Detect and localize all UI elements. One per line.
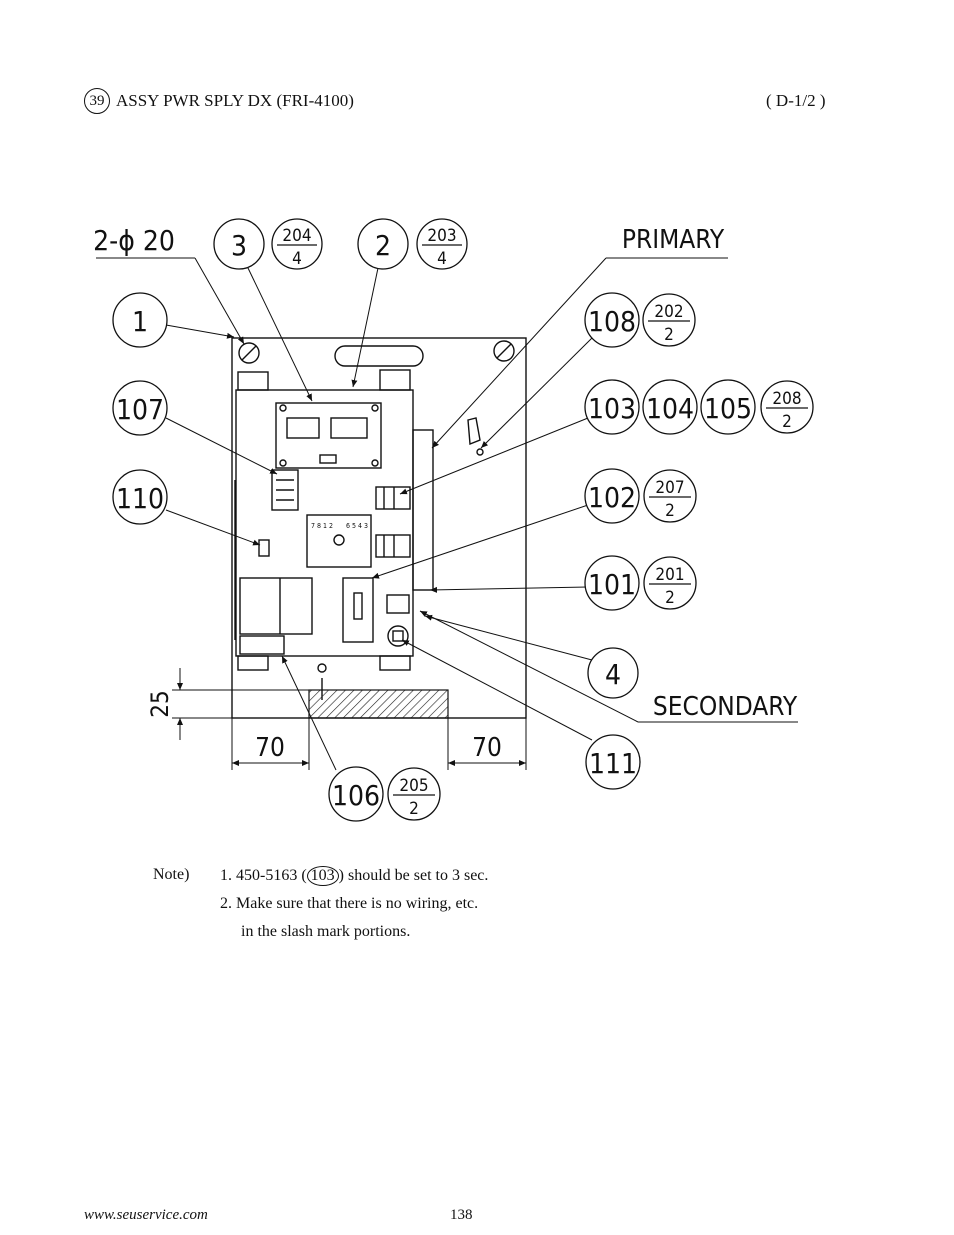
note-2-line-1: 2. Make sure that there is no wiring, et… bbox=[220, 895, 479, 912]
callout-107: 107 bbox=[116, 393, 164, 426]
note-2-line-2: in the slash mark portions. bbox=[241, 923, 411, 940]
top-slot bbox=[334, 345, 424, 367]
fraction-203-num: 203 bbox=[427, 226, 456, 246]
callout-101: 101 bbox=[588, 568, 636, 601]
chassis-plate bbox=[231, 337, 527, 719]
fraction-205-den: 2 bbox=[409, 799, 419, 819]
relay-pins-right: 6 5 4 3 bbox=[346, 522, 368, 530]
callout-108: 108 bbox=[588, 305, 636, 338]
callout-110: 110 bbox=[116, 482, 164, 515]
relay-pins-left: 7 8 1 2 bbox=[311, 522, 333, 530]
dim-left: 70 bbox=[255, 733, 285, 763]
note-1: 1. 450-5163 (103) should be set to 3 sec… bbox=[220, 866, 488, 886]
terminal-block bbox=[342, 577, 374, 643]
note-label: Note) bbox=[153, 866, 190, 883]
page-title: ASSY PWR SPLY DX (FRI-4100) bbox=[116, 91, 354, 110]
fraction-201-num: 201 bbox=[655, 565, 684, 585]
callout-102: 102 bbox=[588, 481, 636, 514]
callout-111: 111 bbox=[589, 747, 637, 780]
note-1-suffix: ) should be set to 3 sec. bbox=[338, 867, 489, 884]
mount-hole-right bbox=[493, 340, 515, 362]
callout-4: 4 bbox=[605, 658, 621, 691]
fraction-205-num: 205 bbox=[399, 776, 428, 796]
fraction-208-den: 2 bbox=[782, 412, 792, 432]
sheet-number: ( D-1/2 ) bbox=[766, 91, 826, 110]
fraction-207-den: 2 bbox=[665, 501, 675, 521]
fraction-204-num: 204 bbox=[282, 226, 311, 246]
callout-103: 103 bbox=[588, 392, 636, 425]
display-unit bbox=[275, 402, 382, 469]
keep-out-area bbox=[308, 689, 449, 719]
dim-vertical: 25 bbox=[146, 690, 174, 717]
primary-label: PRIMARY bbox=[622, 225, 725, 255]
section-number: 39 bbox=[84, 88, 110, 114]
mount-hole-left bbox=[238, 342, 260, 364]
page-header: 39 ASSY PWR SPLY DX (FRI-4100) bbox=[84, 88, 354, 114]
fraction-208-num: 208 bbox=[772, 389, 801, 409]
footer-url: www.seuservice.com bbox=[84, 1207, 208, 1223]
callout-105: 105 bbox=[704, 392, 752, 425]
fraction-202-num: 202 bbox=[654, 302, 683, 322]
fraction-207-num: 207 bbox=[655, 478, 684, 498]
note-1-prefix: 1. 450-5163 ( bbox=[220, 867, 307, 884]
callout-104: 104 bbox=[646, 392, 694, 425]
grommet bbox=[387, 625, 409, 647]
note-1-ref: 103 bbox=[306, 866, 339, 886]
transformer bbox=[239, 577, 313, 635]
callout-3: 3 bbox=[231, 229, 247, 262]
fraction-203-den: 4 bbox=[437, 249, 447, 269]
fraction-201-den: 2 bbox=[665, 588, 675, 608]
callout-106: 106 bbox=[332, 779, 380, 812]
callout-1: 1 bbox=[132, 305, 148, 338]
hole-spec-label: 2-ϕ 20 bbox=[93, 224, 175, 257]
page-number: 138 bbox=[450, 1207, 473, 1223]
fraction-202-den: 2 bbox=[664, 325, 674, 345]
secondary-label: SECONDARY bbox=[653, 692, 798, 722]
fraction-204-den: 4 bbox=[292, 249, 302, 269]
callout-2: 2 bbox=[375, 229, 391, 262]
dim-right: 70 bbox=[472, 733, 502, 763]
timer-relay bbox=[306, 514, 372, 568]
